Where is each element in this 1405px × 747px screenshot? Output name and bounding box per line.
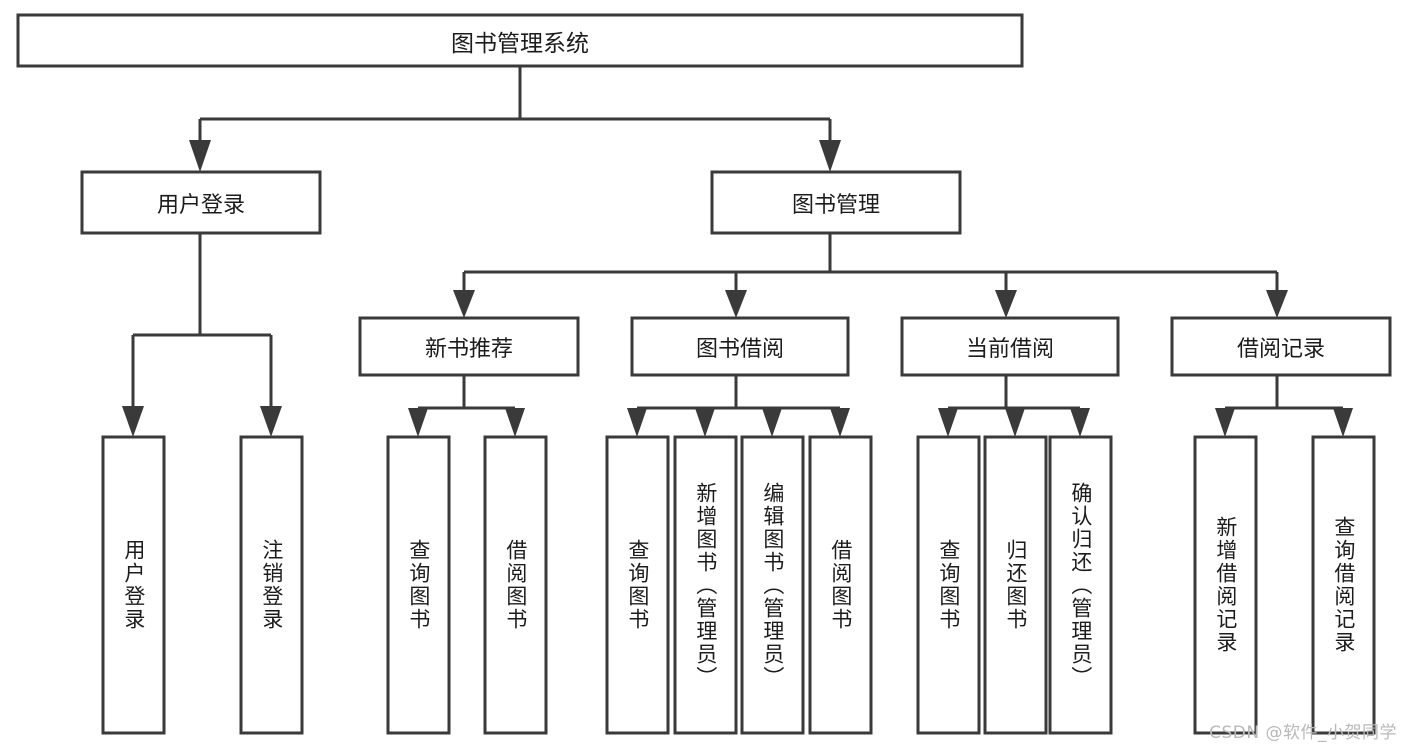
- node-leaf-borrow-book-1[interactable]: [483, 435, 548, 735]
- arrow-icon-book-borrow: [725, 290, 747, 318]
- arrow-icon-leaf-user-login: [122, 406, 144, 437]
- arrow-icon-record-leaf-1: [1215, 408, 1235, 437]
- node-leaf-add-record[interactable]: [1193, 435, 1258, 735]
- node-book-manage[interactable]: [710, 170, 962, 235]
- node-leaf-add-book[interactable]: [673, 435, 738, 735]
- node-leaf-return-book[interactable]: [983, 435, 1048, 735]
- arrow-icon-leaf-logout: [260, 406, 282, 437]
- arrow-icon-borrow-leaf-4: [830, 408, 850, 437]
- node-leaf-query-book-1[interactable]: [386, 435, 451, 735]
- node-leaf-query-book-3[interactable]: [916, 435, 981, 735]
- arrow-icon-borrow-leaf-1: [627, 408, 647, 437]
- arrow-icon-current-borrow: [995, 290, 1017, 318]
- arrow-icon-borrow-leaf-2: [695, 408, 715, 437]
- node-current-borrow[interactable]: [900, 316, 1120, 377]
- csdn-watermark: CSDN @软件_小贺同学: [1209, 723, 1397, 743]
- arrow-icon-newbook-leaf-1: [408, 408, 428, 437]
- arrow-icon-borrow-leaf-3: [762, 408, 782, 437]
- arrow-icon-current-leaf-2: [1005, 408, 1025, 437]
- node-leaf-logout[interactable]: [239, 435, 304, 735]
- node-book-borrow[interactable]: [630, 316, 850, 377]
- arrow-icon-book-manage: [819, 140, 841, 172]
- arrow-icon-record-leaf-2: [1333, 408, 1353, 437]
- node-leaf-confirm-return[interactable]: [1048, 435, 1113, 735]
- arrow-icon-new-book: [453, 290, 475, 318]
- arrowhead-group: [122, 140, 1353, 437]
- arrow-icon-user-login: [189, 140, 211, 172]
- node-leaf-edit-book[interactable]: [740, 435, 805, 735]
- arrow-icon-borrow-record: [1266, 290, 1288, 318]
- node-leaf-query-record[interactable]: [1311, 435, 1376, 735]
- node-leaf-query-book-2[interactable]: [605, 435, 670, 735]
- node-leaf-borrow-book-2[interactable]: [808, 435, 873, 735]
- node-borrow-record[interactable]: [1170, 316, 1392, 377]
- arrow-icon-current-leaf-3: [1070, 408, 1090, 437]
- node-root[interactable]: [16, 13, 1024, 68]
- arrow-icon-newbook-leaf-2: [505, 408, 525, 437]
- node-new-book-recommend[interactable]: [358, 316, 580, 377]
- node-box-group: [16, 13, 1392, 735]
- node-leaf-user-login[interactable]: [101, 435, 166, 735]
- node-user-login[interactable]: [80, 170, 322, 235]
- arrow-icon-current-leaf-1: [938, 408, 958, 437]
